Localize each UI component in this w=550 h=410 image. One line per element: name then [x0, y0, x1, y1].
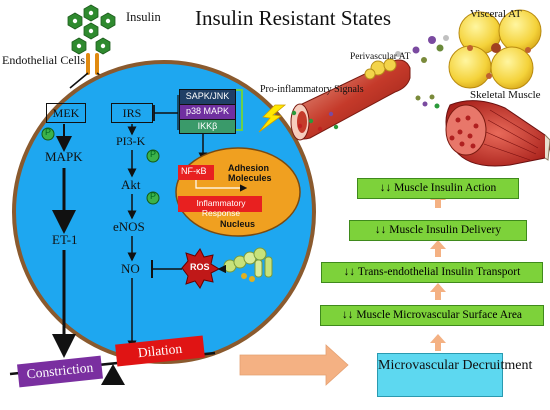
phospho-label: P	[45, 127, 52, 137]
skeletal-muscle-image	[445, 100, 550, 167]
nfkb-label: NF-κB	[181, 166, 207, 176]
pro-inflammatory-label: Pro-inflammatory Signals	[260, 84, 364, 95]
adipokine-dots	[395, 35, 449, 63]
nucleus-label: Nucleus	[220, 219, 256, 229]
visceral-at-image	[448, 9, 542, 90]
akt-node: Akt	[121, 177, 141, 192]
no-node: NO	[121, 261, 140, 276]
pi3k-node: PI3-K	[116, 134, 146, 148]
endothelial-cell	[12, 60, 316, 364]
outcome-microvascular-surface-area: ↓↓ Muscle Microvascular Surface Area	[320, 305, 544, 326]
et1-node: ET-1	[52, 232, 78, 247]
circulating-dots	[291, 94, 440, 132]
endothelial-cells-label: Endothelial Cells	[2, 53, 85, 67]
phospho-pi3k	[146, 149, 160, 163]
main-outcome-arrow	[239, 344, 349, 386]
mek-node: MEK	[46, 103, 86, 123]
sapk-jnk-box: SAPK/JNK	[179, 89, 236, 105]
balance-fulcrum	[101, 364, 125, 385]
insulin-label: Insulin	[126, 10, 161, 24]
phospho-akt	[146, 191, 160, 205]
inflammatory-response-label: Inflammatory Response	[196, 198, 246, 218]
outcome-muscle-insulin-delivery: ↓↓ Muscle Insulin Delivery	[349, 220, 527, 241]
oxidase-icon	[217, 247, 273, 282]
phospho-mek	[41, 127, 55, 141]
outcome-trans-endothelial-transport: ↓↓ Trans-endothelial Insulin Transport	[321, 262, 543, 283]
insulin-receptor	[86, 53, 99, 75]
phospho-markers	[41, 127, 160, 205]
perivascular-at-label: Perivascular AT	[350, 52, 411, 62]
vertical-arrows	[430, 191, 446, 351]
lightning-icon	[258, 104, 287, 133]
skeletal-muscle-label: Skeletal Muscle	[470, 89, 541, 101]
perivascular-vessel-image	[290, 58, 411, 141]
mapk-node: MAPK	[45, 149, 83, 164]
ros-label: ROS	[190, 262, 210, 272]
phospho-label: P	[150, 149, 157, 159]
microvascular-decruitment-box: Microvascular Decruitment	[377, 353, 532, 397]
phospho-label: P	[150, 191, 157, 201]
outcome-muscle-insulin-action: ↓↓ Muscle Insulin Action	[357, 178, 519, 199]
irs-node: IRS	[111, 103, 153, 123]
ikkb-box: IKKβ	[179, 119, 236, 134]
p38-mapk-box: p38 MAPK	[179, 104, 236, 120]
figure-title: Insulin Resistant States	[195, 6, 391, 30]
visceral-at-label: Visceral AT	[470, 8, 522, 20]
enos-node: eNOS	[113, 219, 145, 234]
kinase-bracket	[236, 89, 243, 131]
adhesion-molecules-label: Adhesion Molecules	[228, 163, 272, 183]
